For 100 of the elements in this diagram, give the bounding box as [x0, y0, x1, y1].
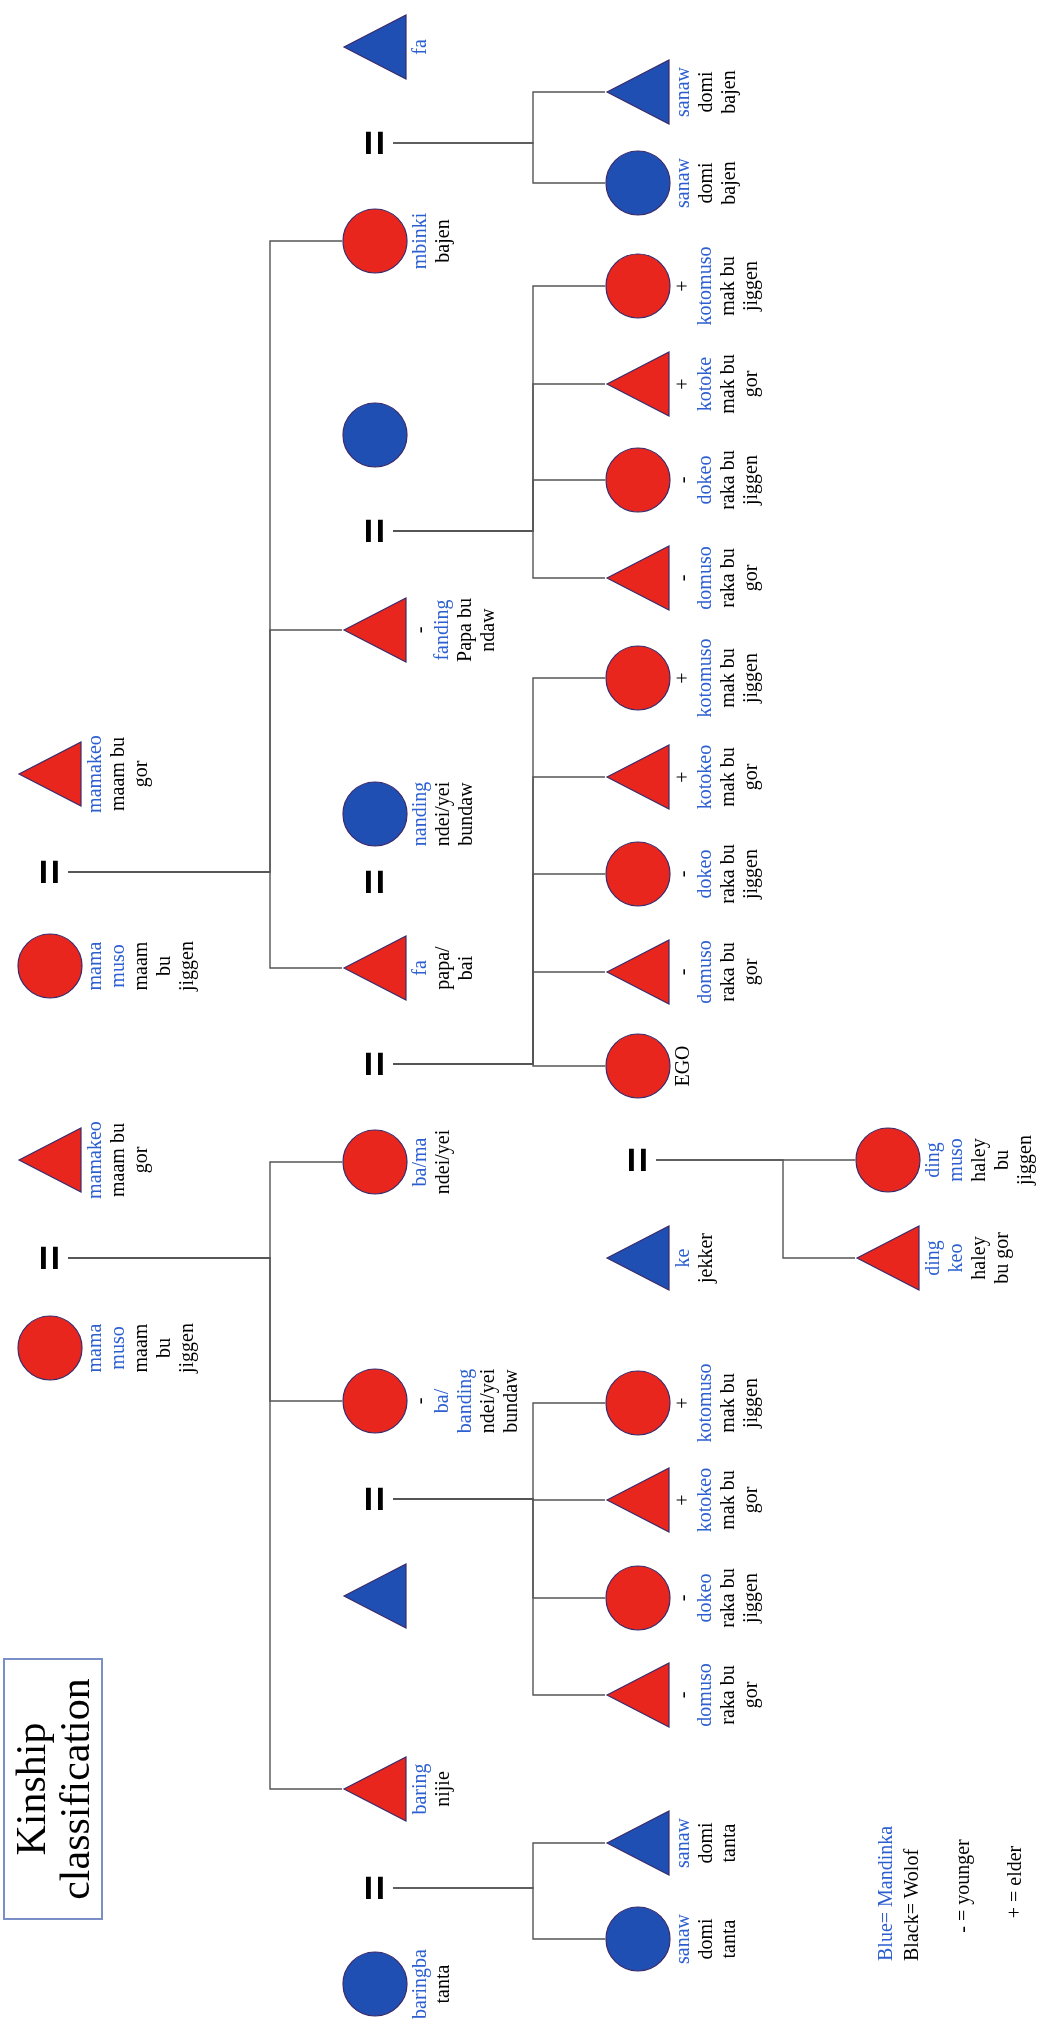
kin-term: mak bu gor: [716, 353, 762, 416]
kin-term: ba/ banding: [430, 1367, 476, 1436]
age-mark: +: [671, 280, 693, 292]
descent-line: [392, 91, 606, 144]
descent-line: [67, 240, 343, 873]
age-mark: -: [408, 626, 430, 634]
age-mark: -: [671, 574, 693, 582]
descent-line: [392, 1842, 606, 1889]
marriage-sign: =: [357, 1044, 393, 1084]
marriage-sign: =: [357, 1479, 393, 1519]
kin-term: tanta: [431, 1964, 454, 2004]
marriage-sign: =: [32, 852, 68, 892]
descent-line: [392, 1402, 606, 1500]
kin-term: bajen: [431, 219, 454, 263]
kin-term: jekker: [694, 1233, 717, 1283]
note: - = younger: [950, 1839, 974, 1933]
kin-term: kotomuso: [693, 1363, 716, 1443]
age-mark: -: [671, 870, 693, 878]
kin-term: ding muso: [921, 1137, 967, 1184]
legend-entry: Blue= Mandinka: [873, 1825, 897, 1961]
kin-term: mak bu jiggen: [716, 1372, 762, 1435]
marriage-sign: =: [357, 123, 393, 163]
kin-term: domi bajen: [694, 69, 740, 116]
kin-term: domuso: [693, 940, 716, 1004]
kin-term: mama muso: [83, 940, 129, 993]
kin-term: baring: [408, 1763, 431, 1815]
descent-line: [392, 677, 606, 1065]
kin-term: dokeo: [693, 1573, 716, 1623]
kin-term: ba/ma: [408, 1137, 431, 1187]
age-mark: +: [671, 771, 693, 783]
kin-term: mamakeo: [83, 1121, 106, 1199]
kin-term: maam bu gor: [106, 736, 152, 813]
kin-term: maam bu jiggen: [129, 1322, 198, 1376]
legend-entry: Black= Wolof: [899, 1847, 923, 1961]
kin-term: baringba: [408, 1949, 431, 2019]
kin-term: kotokeo: [693, 1467, 716, 1533]
kin-term: fa: [408, 39, 431, 55]
kin-term: sanaw: [671, 1914, 694, 1964]
kin-term: mbinki: [408, 212, 431, 270]
kin-term: dokeo: [693, 849, 716, 899]
kin-term: ke: [671, 1248, 694, 1268]
kin-term: domi bajen: [694, 160, 740, 207]
age-mark: +: [671, 1397, 693, 1409]
kin-term: raka bu gor: [716, 1664, 762, 1727]
kin-term: mamakeo: [83, 735, 106, 813]
marriage-sign: =: [32, 1238, 68, 1278]
kin-term: raka bu jiggen: [716, 843, 762, 906]
age-mark: -: [671, 476, 693, 484]
kin-term: domi tanta: [694, 1821, 740, 1866]
kin-term: ndei/yei bundaw: [476, 1367, 522, 1436]
kin-term: kotokeo: [693, 744, 716, 810]
kin-term: EGO: [671, 1045, 694, 1087]
kin-term: mak bu gor: [716, 1469, 762, 1532]
kin-term: kotomuso: [693, 638, 716, 718]
marriage-sign: =: [357, 1868, 393, 1908]
marriage-sign: =: [357, 511, 393, 551]
kin-term: haley bu gor: [967, 1231, 1013, 1286]
kin-term: domuso: [693, 546, 716, 610]
kin-term: kotoke: [693, 356, 716, 412]
age-mark: -: [671, 1691, 693, 1699]
kin-term: ndei/yei bundaw: [431, 780, 477, 849]
kin-term: Papa bu ndaw: [453, 597, 499, 664]
age-mark: +: [671, 1494, 693, 1506]
kin-term: nijie: [431, 1771, 454, 1807]
kin-term: raka bu gor: [716, 941, 762, 1004]
kin-term: nanding: [408, 781, 431, 847]
descent-line: [655, 1159, 856, 1161]
kin-term: raka bu jiggen: [716, 449, 762, 512]
kin-term: fanding: [430, 599, 453, 661]
kin-term: mak bu jiggen: [716, 647, 762, 710]
kin-term: kotomuso: [693, 246, 716, 326]
kin-term: fa: [408, 960, 431, 976]
age-mark: +: [671, 378, 693, 390]
age-mark: -: [408, 1397, 430, 1405]
kin-term: domuso: [693, 1663, 716, 1727]
age-mark: +: [671, 672, 693, 684]
descent-line: [67, 1161, 343, 1259]
note: + = elder: [1002, 1845, 1026, 1919]
kin-term: raka bu gor: [716, 547, 762, 610]
kin-term: maam bu jiggen: [129, 940, 198, 994]
kin-term: sanaw: [671, 67, 694, 117]
kin-term: haley bu jiggen: [967, 1134, 1036, 1188]
kin-term: ndei/yei: [431, 1129, 454, 1195]
kin-term: papa/ bai: [431, 945, 477, 992]
kin-term: sanaw: [671, 1818, 694, 1868]
kin-term: mak bu jiggen: [716, 255, 762, 318]
kin-term: maam bu gor: [106, 1122, 152, 1199]
kin-term: mama muso: [83, 1322, 129, 1375]
kin-term: raka bu jiggen: [716, 1567, 762, 1630]
age-mark: -: [671, 968, 693, 976]
kin-term: domi tanta: [694, 1917, 740, 1962]
kin-term: sanaw: [671, 158, 694, 208]
descent-line: [392, 285, 606, 532]
age-mark: -: [671, 1594, 693, 1602]
marriage-sign: =: [620, 1140, 656, 1180]
kin-term: dokeo: [693, 455, 716, 505]
kin-term: ding keo: [921, 1239, 967, 1278]
marriage-sign: =: [357, 868, 393, 897]
kin-term: mak bu gor: [716, 746, 762, 809]
title: Kinship classification: [3, 1658, 103, 1920]
